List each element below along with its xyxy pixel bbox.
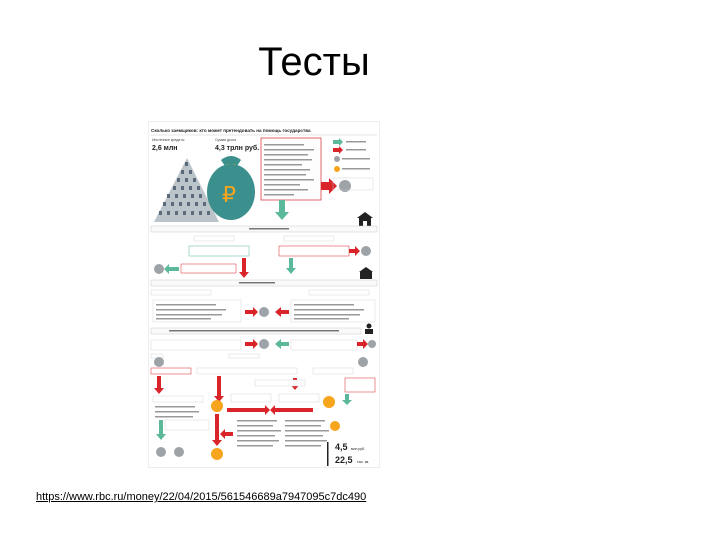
stat-left-label: Ипотечные кредиты [152,138,185,142]
slide-title: Тесты [0,40,628,85]
bottom-unit-1: млн руб. [351,447,365,451]
stat-left-value: 2,6 млн [152,145,178,152]
stat-right-label: Сумма долга [215,138,236,142]
infographic-header: Сколько заемщиков: кто может претендоват… [151,128,311,133]
sad-face-icon [358,357,368,367]
source-link[interactable]: https://www.rbc.ru/money/22/04/2015/5615… [36,491,366,503]
stat-right-value: 4,3 трлн руб. [215,144,259,152]
arrow-right-icon [321,178,337,194]
legend [333,138,373,190]
house-icon [359,267,373,279]
infographic-image: Сколько заемщиков: кто может претендоват… [148,121,380,468]
money-bag-icon: ₽ [207,156,255,220]
bottom-unit-2: тыс. кв. [357,460,369,464]
sad-face-icon [361,246,371,256]
person-icon [365,324,373,335]
happy-face-icon [211,400,223,412]
bottom-value-2: 22,5 [335,455,353,465]
sad-face-icon [174,447,184,457]
happy-face-icon [323,396,335,408]
happy-face-icon [330,421,340,431]
ruble-symbol: ₽ [222,182,236,207]
sad-face-icon [154,357,164,367]
sad-face-icon [368,340,376,348]
house-icon [357,212,373,226]
bottom-value-1: 4,5 [335,442,348,452]
sad-face-icon [154,264,164,274]
sad-face-icon [156,447,166,457]
sad-face-icon [259,307,269,317]
sad-face-icon [259,339,269,349]
sad-face-icon [211,448,223,460]
